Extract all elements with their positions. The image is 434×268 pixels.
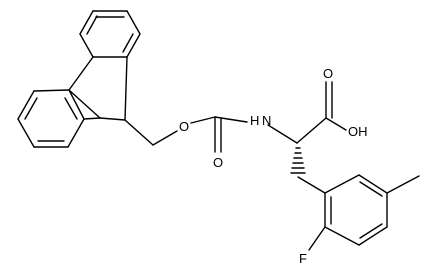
- alpha-carbon-acid: [290, 81, 347, 194]
- carbonyl-oxygen-label: O: [213, 155, 223, 170]
- acid-hydroxyl-label: OH: [348, 124, 368, 139]
- amine-nh-label: H N: [250, 113, 271, 128]
- acid-carbonyl-oxygen-label: O: [323, 66, 333, 81]
- stereo-hash-bond: [290, 147, 306, 174]
- carbamate-linker: [152, 116, 298, 153]
- ester-oxygen-label: O: [179, 119, 189, 134]
- fluorine-label: F: [299, 251, 307, 266]
- fluoro-methylphenyl-group: [308, 174, 420, 251]
- fluorenyl-group: [17, 10, 154, 148]
